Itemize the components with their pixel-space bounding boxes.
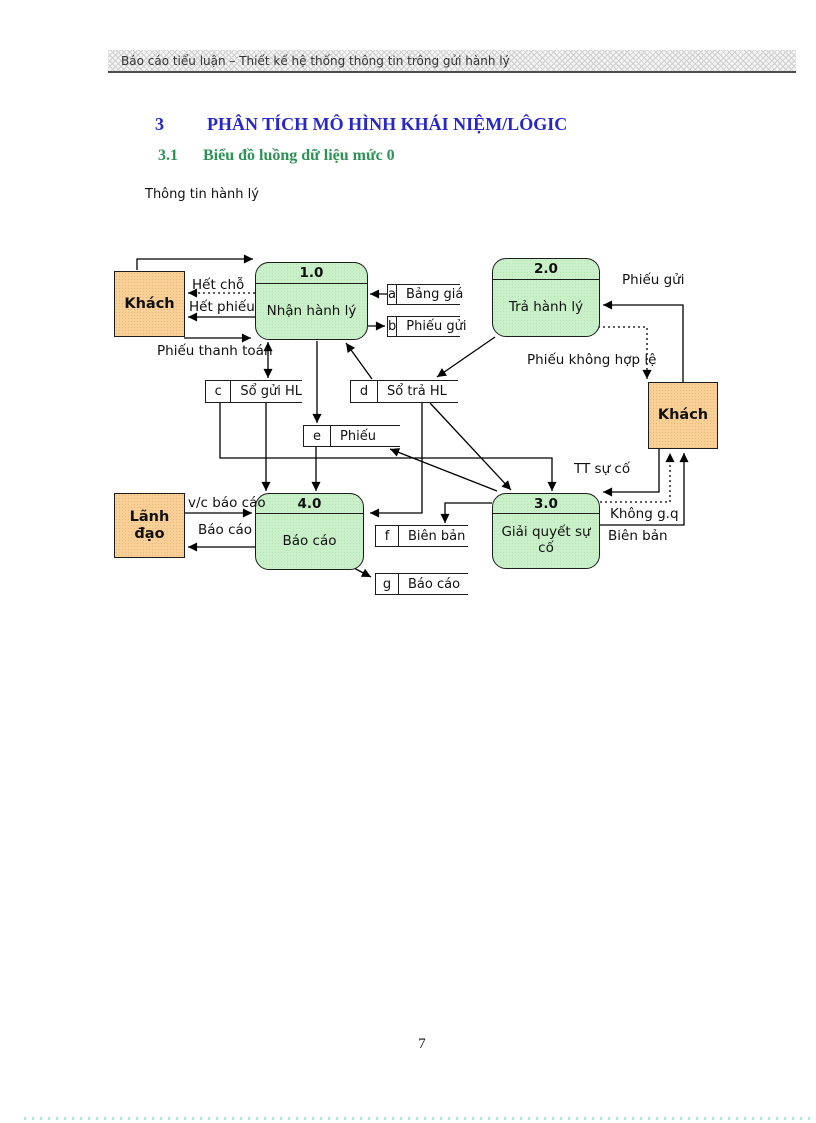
flow-label-tt-su-co: TT sự cố [574,461,631,477]
store-c-name: Sổ gửi HL [240,384,302,399]
header-text: Báo cáo tiểu luận – Thiết kế hệ thống th… [121,54,510,68]
flow-label-phieu-gui: Phiếu gửi [622,272,685,288]
flow-p3-to-e [389,448,498,492]
store-a-letter: a [388,285,397,304]
flow-label-het-phieu: Hết phiếu [189,299,255,315]
store-a: a Bảng giá [387,284,464,305]
entity-khach-right: Khách [648,382,718,449]
store-e: e Phiếu [303,425,400,447]
section-heading: 3 PHÂN TÍCH MÔ HÌNH KHÁI NIỆM/LÔGIC [155,114,567,135]
process-1-0-name: Nhận hành lý [266,302,357,319]
process-3-0-id: 3.0 [493,494,599,514]
store-d-letter: d [351,381,378,402]
page-footer-rule [24,1117,816,1120]
flow-khong-gq [600,452,675,503]
store-f-name: Biên bản [408,528,466,544]
flow-bien-ban [600,452,689,526]
process-1-0-id: 1.0 [256,263,367,284]
process-1-0: 1.0 Nhận hành lý [255,262,368,340]
store-b: b Phiếu gửi [387,316,466,337]
entity-lanh-dao: Lãnh đạo [114,493,185,558]
flow-d-to-p3 [429,402,512,491]
flow-p2-to-d [436,336,496,378]
subsection-number: 3.1 [158,147,178,164]
store-e-letter: e [304,426,331,446]
subsection-title: Biểu đồ luồng dữ liệu mức 0 [203,147,395,164]
page-header-bar: Báo cáo tiểu luận – Thiết kế hệ thống th… [108,50,796,73]
store-b-letter: b [388,317,398,336]
diagram-caption: Thông tin hành lý [145,187,259,202]
store-f: f Biên bản [375,525,468,547]
flow-phieu-gui [603,300,684,382]
flow-c-to-p3 [219,403,557,492]
store-d: d Sổ trả HL [350,380,458,403]
section-title: PHÂN TÍCH MÔ HÌNH KHÁI NIỆM/LÔGIC [207,114,568,134]
flow-d-to-p1 [345,342,373,380]
store-c-letter: c [206,381,232,402]
process-4-0-name: Báo cáo [282,532,337,549]
process-2-0-id: 2.0 [493,259,599,280]
process-2-0: 2.0 Trả hành lý [492,258,600,337]
process-3-0-name: Giải quyết sự cố [501,524,591,556]
entity-khach-top-left: Khách [114,271,185,337]
flow-khach-to-p1-top [136,254,253,270]
flow-p3-to-f [440,502,492,523]
flow-label-bao-cao: Báo cáo [198,522,253,538]
store-e-name: Phiếu [340,428,376,444]
flow-label-het-cho: Hết chỗ [192,277,245,293]
store-c: c Sổ gửi HL [205,380,302,403]
store-g-letter: g [376,574,399,594]
subsection-heading: 3.1 Biểu đồ luồng dữ liệu mức 0 [158,147,395,165]
store-f-letter: f [376,526,399,546]
flow-phieu-khong-hop-le [598,326,652,380]
flow-tt-su-co [603,449,660,497]
page-number: 7 [418,1036,426,1052]
section-number: 3 [155,114,164,134]
flow-label-phieu-khong-hop-le: Phiếu không hợp lệ [527,352,657,368]
process-4-0: 4.0 Báo cáo [255,493,364,570]
flow-label-khong-gq: Không g.q [610,506,679,522]
store-g-name: Báo cáo [408,576,461,592]
store-b-name: Phiếu gửi [406,319,467,334]
store-d-name: Sổ trả HL [387,384,447,399]
flow-label-bien-ban: Biên bản [608,528,668,544]
process-2-0-name: Trả hành lý [508,299,584,316]
flow-label-vc-bao-cao: v/c báo cáo [188,495,266,511]
flow-d-to-p4 [369,403,423,518]
store-a-name: Bảng giá [405,287,464,302]
process-3-0: 3.0 Giải quyết sự cố [492,493,600,569]
process-4-0-id: 4.0 [256,494,363,514]
flow-label-phieu-thanh-toan: Phiếu thanh toán [157,343,273,359]
store-g: g Báo cáo [375,573,468,595]
